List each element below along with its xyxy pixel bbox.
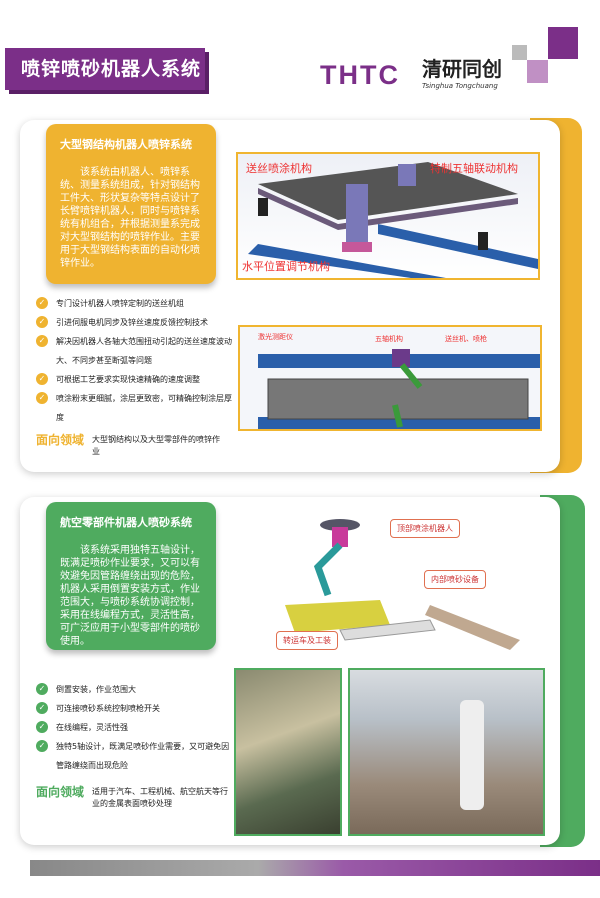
check-icon: ✓	[36, 297, 48, 309]
page-title-banner: 喷锌喷砂机器人系统	[5, 48, 205, 90]
section2-title: 航空零部件机器人喷砂系统	[60, 516, 192, 529]
sandblasting-illustration	[285, 519, 520, 650]
top-view-illustration	[258, 349, 540, 429]
feature-item: ✓倒置安装，作业范围大	[36, 680, 236, 699]
feature-item: ✓解决因机器人各轴大范围扭动引起的送丝速度波动大、不同步甚至断弧等问题	[36, 332, 236, 370]
feature-item: ✓独特5轴设计，既满足喷砂作业需要，又可避免因管路缠绕而出现危险	[36, 737, 236, 775]
feature-item: ✓可根据工艺要求实现快速精确的速度调整	[36, 370, 236, 389]
section2-application-field: 面向领域适用于汽车、工程机械、航空航天等行业的金属表面喷砂处理	[36, 786, 231, 810]
logo-text: THTC	[320, 60, 400, 90]
steel-structure-diagram: 送丝喷涂机构 特制五轴联动机构 水平位置调节机构	[236, 152, 540, 282]
field-text: 适用于汽车、工程机械、航空航天等行业的金属表面喷砂处理	[92, 787, 229, 808]
feature-item: ✓在线编程，灵活性强	[36, 718, 236, 737]
sandblasting-system-diagram: 顶部喷涂机器人 内部喷砂设备 转运车及工装	[240, 505, 530, 660]
check-icon: ✓	[36, 683, 48, 695]
workshop-photo-1	[234, 668, 342, 836]
feature-item: ✓专门设计机器人喷锌定制的送丝机组	[36, 294, 236, 313]
diagram-label: 激光测距仪	[258, 333, 293, 341]
top-view-diagram: 激光测距仪 五轴机构 送丝机、喷枪	[238, 325, 542, 431]
check-icon: ✓	[36, 373, 48, 385]
logo-square	[512, 45, 527, 60]
logo-square	[527, 60, 548, 83]
feature-item: ✓引进伺服电机同步及锌丝速度反馈控制技术	[36, 313, 236, 332]
diagram-label: 五轴机构	[375, 335, 403, 343]
diagram-label: 送丝机、喷枪	[445, 335, 487, 343]
diagram-label: 送丝喷涂机构	[246, 162, 312, 175]
section1-description: 该系统由机器人、喷锌系统、测量系统组成，针对钢结构工件大、形状复杂等特点设计了长…	[60, 167, 200, 269]
field-label: 面向领域	[36, 785, 85, 799]
robot-arm-figure	[460, 700, 484, 810]
diagram-callout: 顶部喷涂机器人	[390, 519, 460, 538]
diagram-callout: 转运车及工装	[276, 631, 338, 650]
logo-square	[548, 27, 578, 59]
section1-feature-list: ✓专门设计机器人喷锌定制的送丝机组 ✓引进伺服电机同步及锌丝速度反馈控制技术 ✓…	[36, 294, 236, 427]
feature-item: ✓可连接喷砂系统控制喷枪开关	[36, 699, 236, 718]
field-label: 面向领域	[36, 433, 85, 447]
diagram-label: 水平位置调节机构	[242, 260, 330, 273]
section1-title: 大型钢结构机器人喷锌系统	[60, 138, 192, 151]
field-text: 大型钢结构以及大型零部件的喷锌作业	[92, 435, 221, 456]
diagram-callout: 内部喷砂设备	[424, 570, 486, 589]
check-icon: ✓	[36, 721, 48, 733]
check-icon: ✓	[36, 740, 48, 752]
check-icon: ✓	[36, 392, 48, 404]
logo-cn: 清研同创	[422, 57, 502, 81]
diagram-label: 特制五轴联动机构	[430, 162, 518, 175]
section2-intro-box: 航空零部件机器人喷砂系统 该系统采用独特五轴设计，既满足喷砂作业要求，又可以有效…	[46, 502, 216, 650]
feature-item: ✓喷涂粉末更细腻，涂层更致密，可精确控制涂层厚度	[36, 389, 236, 427]
footer-bar	[30, 860, 600, 876]
check-icon: ✓	[36, 702, 48, 714]
section2-description: 该系统采用独特五轴设计，既满足喷砂作业要求，又可以有效避免因管路缠绕出现的危险，…	[60, 545, 200, 647]
steel-structure-illustration	[248, 162, 538, 282]
section2-feature-list: ✓倒置安装，作业范围大 ✓可连接喷砂系统控制喷枪开关 ✓在线编程，灵活性强 ✓独…	[36, 680, 236, 775]
check-icon: ✓	[36, 316, 48, 328]
section1-application-field: 面向领域大型钢结构以及大型零部件的喷锌作业	[36, 434, 226, 458]
workshop-photo-2	[348, 668, 545, 836]
section1-intro-box: 大型钢结构机器人喷锌系统 该系统由机器人、喷锌系统、测量系统组成，针对钢结构工件…	[46, 124, 216, 284]
logo-en: Tsinghua Tongchuang	[422, 82, 498, 90]
check-icon: ✓	[36, 335, 48, 347]
